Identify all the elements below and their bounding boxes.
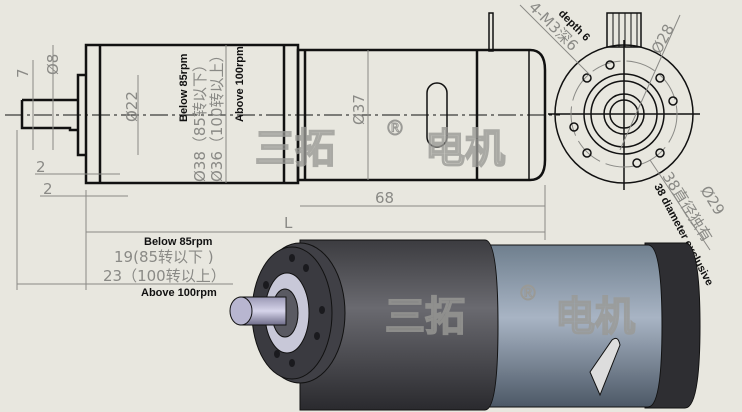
dim-total-length: L — [284, 214, 293, 232]
dim-shaft-length: 7 — [14, 68, 32, 78]
mount-holes — [569, 60, 678, 168]
connector — [606, 12, 642, 48]
label-gear-below-85rpm: Below 85rpm — [144, 236, 213, 248]
dim-motor-diameter: Ø37 — [350, 94, 368, 125]
label-above-100rpm: Above 100rpm — [234, 46, 246, 122]
label-below-85rpm: Below 85rpm — [178, 53, 190, 122]
terminal-pin — [488, 12, 494, 52]
dim-pcd: Ø28 — [648, 21, 678, 57]
svg-text:电机: 电机 — [555, 294, 635, 340]
dim-motor-length: 68 — [375, 189, 394, 207]
label-gear-above-100rpm: Above 100rpm — [141, 287, 217, 299]
motor-3d-render — [229, 239, 701, 411]
dim-boss-diameter: Ø22 — [123, 91, 141, 122]
dim-step-2: 2 — [43, 180, 53, 198]
dim-step-1: 2 — [36, 158, 46, 176]
dim-gear-length-below: 19(85转以下 ) — [114, 248, 214, 266]
side-view: 7 Ø8 Ø22 2 2 Below 85rpm Ø38（85转以下） Ø36（… — [5, 12, 560, 299]
watermark: 三拓 ® 电机 三拓 ® 电机 — [254, 116, 636, 341]
dim-gear-length-above: 23（100转以上） — [103, 267, 226, 285]
svg-text:电机: 电机 — [425, 126, 505, 172]
flange-holes — [263, 254, 325, 367]
svg-text:®: ® — [518, 281, 538, 305]
svg-text:三拓: 三拓 — [255, 126, 335, 172]
dim-body-below-85: Ø38（85转以下） — [191, 57, 209, 182]
svg-text:三拓: 三拓 — [385, 294, 465, 340]
dim-body-above-100: Ø36（100转以上） — [208, 47, 226, 182]
svg-text:®: ® — [385, 116, 405, 140]
dim-shaft-diameter: Ø8 — [44, 54, 62, 75]
